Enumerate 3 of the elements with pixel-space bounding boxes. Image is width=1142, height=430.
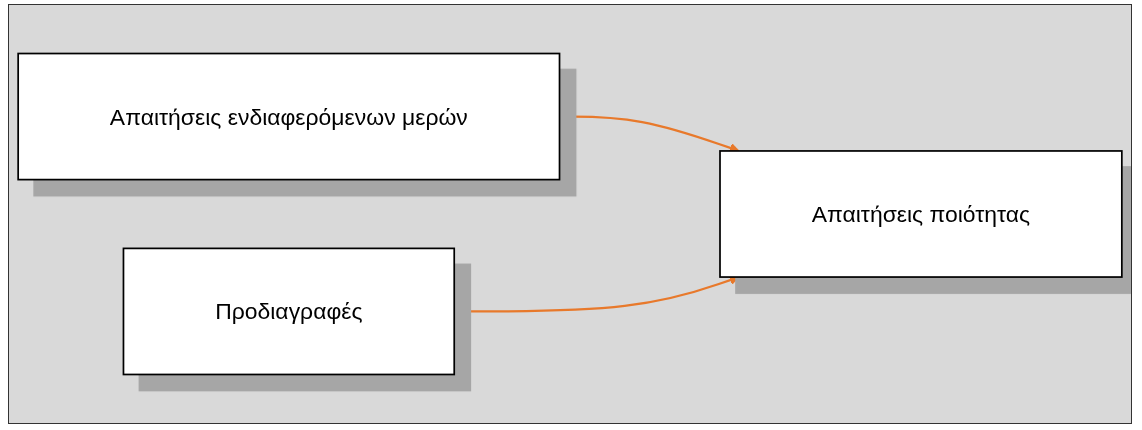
node-box: Προδιαγραφές	[122, 247, 456, 376]
node-box: Απαιτήσεις ενδιαφερόμενων μερών	[17, 52, 561, 181]
node-box: Απαιτήσεις ποιότητας	[719, 150, 1123, 278]
